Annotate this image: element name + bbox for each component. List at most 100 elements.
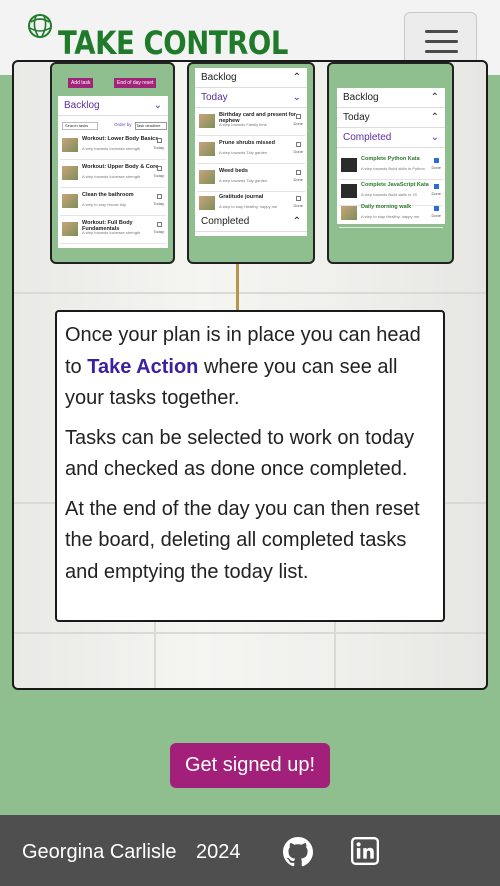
phone-mockup-today: Backlog⌃ Today⌄ Birthday card and presen… <box>187 62 315 264</box>
info-paragraph-take-action: Once your plan is in place you can head … <box>65 320 437 415</box>
task-subtitle: A step towards Build skills in Python <box>361 166 425 171</box>
list-item: Complete Python Kata A step towards Buil… <box>339 154 443 180</box>
chevron-up-icon: ⌃ <box>430 112 439 123</box>
task-status-label: Today <box>153 145 164 150</box>
today-label: Today <box>201 92 228 103</box>
task-thumbnail <box>199 170 215 184</box>
task-status-label: Done <box>431 213 441 218</box>
task-status-label: Today <box>153 173 164 178</box>
completed-label: Completed <box>201 216 250 227</box>
task-thumbnail <box>199 142 215 156</box>
backlog-label: Backlog <box>64 100 100 111</box>
task-thumbnail <box>199 196 215 210</box>
task-title: Workout: Full Body Fundamentals <box>82 220 133 232</box>
order-by-label: Order by <box>114 122 132 127</box>
paper-line <box>154 622 156 688</box>
list-item: Prune shrubs missed A step towards Tidy … <box>197 138 305 164</box>
list-item: Workout: Upper Body & Core A step toward… <box>60 162 166 188</box>
info-paragraph-reset-board: At the end of the day you can then reset… <box>65 497 420 583</box>
get-signed-up-button[interactable]: Get signed up! <box>170 743 330 788</box>
site-footer: Georgina Carlisle 2024 <box>0 815 500 886</box>
task-thumbnail <box>62 166 78 180</box>
task-subtitle: A step to stay House tidy <box>82 202 127 207</box>
task-title: Complete JavaScript Kata <box>361 182 429 188</box>
task-checkbox <box>296 196 301 201</box>
task-checkbox <box>157 194 162 199</box>
task-status-label: Done <box>431 165 441 170</box>
task-checkbox <box>296 170 301 175</box>
today-header: Today⌃ <box>337 108 445 128</box>
task-title: Workout: Upper Body & Core <box>82 164 159 170</box>
task-status-label: Done <box>293 121 303 126</box>
list-item: Complete JavaScript Kata A step towards … <box>339 180 443 206</box>
info-text: where you can see all your tasks togethe… <box>65 355 398 410</box>
task-checkbox <box>296 142 301 147</box>
backlog-label: Backlog <box>343 92 379 103</box>
info-paragraph-select-tasks: Tasks can be selected to work on today a… <box>65 426 415 481</box>
chevron-up-icon: ⌃ <box>292 72 301 83</box>
task-title: Complete Python Kata <box>361 156 420 162</box>
end-of-day-button: End of day reset <box>114 78 157 88</box>
completed-header: Completed ⌄ <box>337 128 445 148</box>
take-action-link[interactable]: Take Action <box>87 355 199 378</box>
backlog-label: Backlog <box>201 72 237 83</box>
hamburger-menu-icon <box>425 30 458 33</box>
task-checkbox <box>296 114 301 119</box>
task-subtitle: A step to stay Healthy, happy me <box>219 204 278 209</box>
linkedin-icon[interactable] <box>351 837 379 865</box>
task-thumbnail <box>199 114 215 128</box>
task-status-label: Today <box>153 201 164 206</box>
task-subtitle: A step towards Increase strength <box>82 174 141 179</box>
hamburger-bar <box>425 40 458 43</box>
paper-line <box>14 632 486 634</box>
brand-logo[interactable]: TAKE CONTROL <box>26 12 325 62</box>
list-item: Workout: Lower Body Basics A step toward… <box>60 134 166 160</box>
task-subtitle: A step to stay Healthy, happy me <box>361 214 420 219</box>
task-subtitle: A step towards Build skills in JS <box>361 192 418 197</box>
task-thumbnail <box>341 158 357 172</box>
brand-name: TAKE CONTROL <box>58 24 288 62</box>
task-title: Daily morning walk <box>361 204 412 210</box>
task-status-label: Done <box>431 191 441 196</box>
footer-author-name: Georgina Carlisle <box>22 841 177 863</box>
today-header: Today ⌄ <box>195 88 307 108</box>
search-input: Search tasks <box>62 122 98 130</box>
hamburger-bar <box>425 50 458 53</box>
task-checkbox <box>157 138 162 143</box>
phone-mockup-take-action: Add task End of day reset Backlog⌄ Searc… <box>50 62 175 264</box>
globe-logo-icon <box>28 14 52 38</box>
task-title: Gratitude journal <box>219 194 264 200</box>
task-title: Clean the bathroom <box>82 192 134 198</box>
task-title: Weed beds <box>219 168 248 174</box>
task-subtitle: A step towards Increase strength <box>82 146 141 151</box>
task-subtitle: A step towards Tidy garden <box>219 178 268 183</box>
completed-panel: Completed⌃ <box>195 212 307 234</box>
paper-line <box>14 292 486 294</box>
task-status-label: Done <box>293 203 303 208</box>
chevron-down-icon: ⌄ <box>292 92 301 103</box>
chevron-down-icon: ⌄ <box>430 132 439 143</box>
footer-year: 2024 <box>196 841 241 863</box>
task-thumbnail <box>341 184 357 198</box>
task-subtitle: A step towards Tidy garden <box>219 150 268 155</box>
search-row: Search tasks Order by Task deadline <box>62 122 167 131</box>
task-checkbox-checked <box>434 158 439 163</box>
task-status-label: Done <box>293 149 303 154</box>
backlog-header: Backlog⌄ <box>58 96 168 116</box>
list-item: Daily morning walk A step to stay Health… <box>339 202 443 228</box>
task-title: Workout: Lower Body Basics <box>82 136 159 142</box>
task-status-label: Done <box>293 177 303 182</box>
task-subtitle: A step towards Family time <box>219 122 267 127</box>
backlog-header: Backlog⌃ <box>337 88 445 108</box>
completed-label: Completed <box>343 132 392 143</box>
paper-line <box>334 622 336 688</box>
task-checkbox-checked <box>434 206 439 211</box>
task-thumbnail <box>62 194 78 208</box>
completed-header: Completed⌃ <box>195 212 307 232</box>
add-task-button: Add task <box>68 78 94 88</box>
github-icon[interactable] <box>283 837 313 867</box>
list-item: Workout: Full Body Fundamentals A step t… <box>60 218 166 244</box>
task-checkbox <box>157 222 162 227</box>
task-thumbnail <box>62 138 78 152</box>
task-title: Prune shrubs missed <box>219 140 275 146</box>
